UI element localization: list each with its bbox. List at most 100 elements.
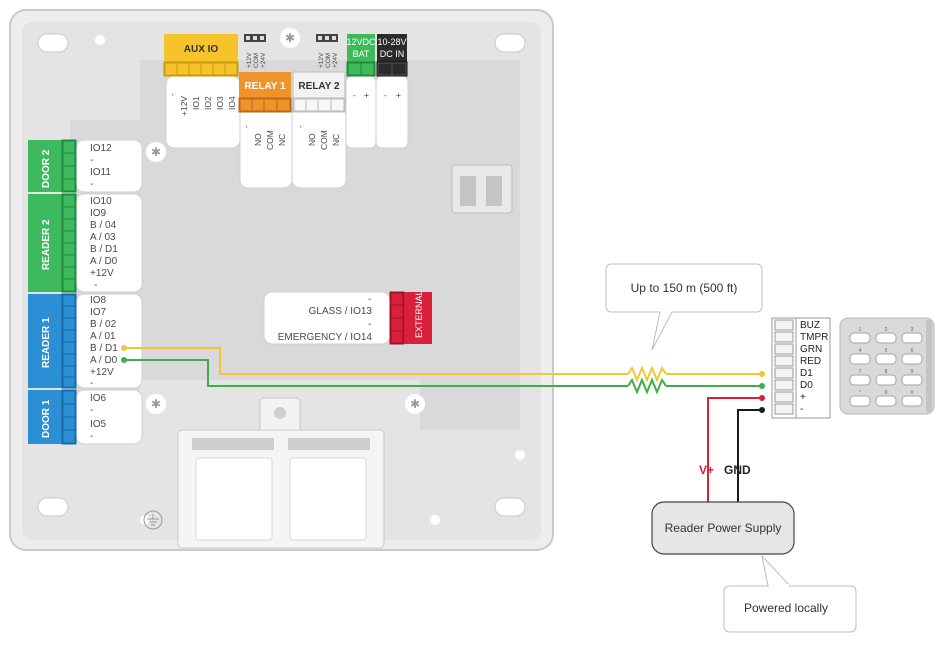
keypad-key-label: 4 <box>859 348 862 354</box>
reader1-connector: READER 1 <box>28 293 77 389</box>
pin-label: IO9 <box>90 208 107 219</box>
door1-connector: DOOR 1 <box>28 389 77 445</box>
keypad-key-button <box>875 395 897 407</box>
keypad-key: 2 <box>875 327 897 344</box>
wire-vplus: V+ <box>699 395 765 515</box>
keypad-key-button <box>849 395 871 407</box>
keypad-key-label: 3 <box>911 327 914 333</box>
relay1-jumper: +12V COM +24V <box>244 34 267 68</box>
terminal-label: - <box>800 404 803 415</box>
keypad-key-label: 0 <box>885 390 888 396</box>
screw-icon: ✱ <box>146 394 166 414</box>
svg-text:✱: ✱ <box>285 31 295 45</box>
terminal-label: BUZ <box>800 320 820 331</box>
keypad-key-button <box>849 374 871 386</box>
pin-label: IO10 <box>90 196 112 207</box>
jumper-label: +12V <box>318 52 325 68</box>
terminal-label: + <box>800 392 806 403</box>
aux-io-title: AUX IO <box>184 44 219 55</box>
door2-connector: DOOR 2 <box>28 139 77 193</box>
pin-label: - <box>368 294 371 305</box>
terminal-label: GRN <box>800 344 822 355</box>
pin-label: IO12 <box>90 143 112 154</box>
keypad-key-button <box>849 353 871 365</box>
keypad-key-button <box>875 374 897 386</box>
aux-pin-label: IO3 <box>215 96 225 110</box>
controller-housing: ✱ ✱ ✱ ✱ <box>9 9 554 551</box>
keypad-key-label: 8 <box>885 369 888 375</box>
emergency-label: EMERGENCY / IO14 <box>278 332 373 343</box>
wire-end-dot <box>759 395 765 401</box>
gnd-label: GND <box>724 463 751 477</box>
external-title: EXTERNAL <box>414 290 424 338</box>
aux-pin-label: IO1 <box>191 96 201 110</box>
keypad-key-button <box>901 374 923 386</box>
keypad-key-button <box>901 353 923 365</box>
external-connector: EXTERNAL <box>389 290 432 345</box>
keypad-key-label: 6 <box>911 348 914 354</box>
door1-pin-labels: IO6 - IO5 - <box>90 393 107 442</box>
keypad-key: 0 <box>875 390 897 407</box>
pin-label: +12V <box>90 367 114 378</box>
screw-icon: ✱ <box>280 28 300 48</box>
reader2-pin-labels: IO10 IO9 B / 04 A / 03 B / D1 A / D0 +12… <box>90 196 118 291</box>
pin-label: A / 01 <box>90 331 116 342</box>
relay-pin-label: COM <box>319 130 329 150</box>
powered-locally-label: Powered locally <box>744 601 828 615</box>
screw-icon: ✱ <box>405 394 425 414</box>
keypad-key: 9 <box>901 369 923 386</box>
reader-power-supply: Reader Power Supply <box>651 501 795 555</box>
door1-title: DOOR 1 <box>41 399 52 438</box>
pin-label: - <box>90 179 93 190</box>
terminal-label: RED <box>800 356 821 367</box>
pin-label: - <box>368 319 371 330</box>
relay-pin-label: NC <box>331 134 341 146</box>
relay-pin-label: NO <box>253 133 263 146</box>
dc-in-title: 10-28V <box>377 37 406 47</box>
keypad-key-label: # <box>911 390 914 396</box>
wire-d1 <box>121 345 765 383</box>
glass-label: GLASS / IO13 <box>309 306 373 317</box>
relay1-connector: RELAY 1 <box>238 72 292 113</box>
aux-io-connector: AUX IO <box>163 34 239 77</box>
distance-label: Up to 150 m (500 ft) <box>631 281 738 295</box>
pin-label: +12V <box>90 268 114 279</box>
wire-d0 <box>121 357 765 395</box>
pin-label: A / D0 <box>90 355 118 366</box>
pin-label: IO7 <box>90 307 107 318</box>
keypad-key: 3 <box>901 327 923 344</box>
relay-pin-label: NC <box>277 134 287 146</box>
aux-pin-label: - <box>167 93 177 96</box>
relay2-title: RELAY 2 <box>298 81 340 92</box>
svg-text:✱: ✱ <box>410 397 420 411</box>
aux-io-pin-labels: - +12V IO1 IO2 IO3 IO4 <box>167 93 237 116</box>
keypad-key-button <box>901 332 923 344</box>
pin-label: - <box>94 280 97 291</box>
keypad-key-button <box>901 395 923 407</box>
keypad-key: 4 <box>849 348 871 365</box>
keypad-key-label: 1 <box>859 327 862 333</box>
keypad-key-label: 7 <box>859 369 862 375</box>
aux-pin-label: IO2 <box>203 96 213 110</box>
relay2-connector: RELAY 2 <box>292 71 346 113</box>
keypad-key-label: * <box>859 390 861 396</box>
keypad-key: 1 <box>849 327 871 344</box>
pin-label: - <box>90 378 93 389</box>
pin-label: - <box>90 155 93 166</box>
battery-title: 12VDC <box>346 37 376 47</box>
aux-pin-label: IO4 <box>227 96 237 110</box>
relay1-pin-labels: - NO COM NC <box>241 125 287 150</box>
reader2-connector: READER 2 <box>28 193 77 293</box>
relay-pin-label: - <box>295 125 305 128</box>
keypad-key-button <box>849 332 871 344</box>
keypad-key: 8 <box>875 369 897 386</box>
door1-label-panel <box>75 389 143 445</box>
vplus-label: V+ <box>699 463 714 477</box>
jumper-label: +24V <box>332 52 339 68</box>
keypad-key-label: 2 <box>885 327 888 333</box>
keypad-key: 6 <box>901 348 923 365</box>
reader2-title: READER 2 <box>41 219 52 270</box>
